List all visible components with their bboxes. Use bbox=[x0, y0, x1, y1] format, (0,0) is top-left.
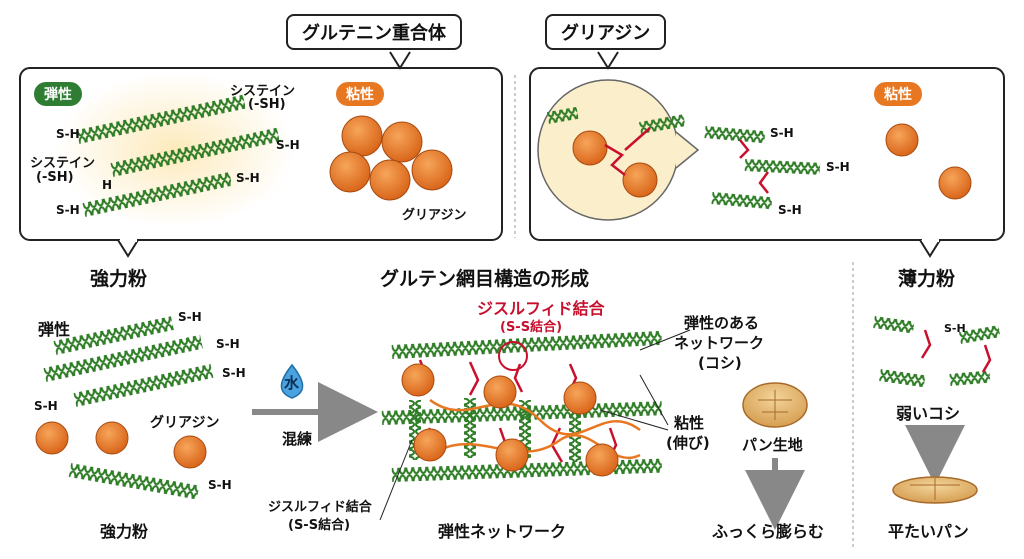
cysteine-sh-label: (-SH) bbox=[248, 97, 286, 112]
sh-label: S-H bbox=[778, 203, 802, 217]
weak-flour-network bbox=[873, 316, 1001, 388]
sh-label: S-H bbox=[178, 310, 202, 324]
fluffy-label: ふっくら膨らむ bbox=[712, 522, 825, 541]
weak-flour-heading: 薄力粉 bbox=[898, 268, 956, 290]
sh-label: S-H bbox=[216, 337, 240, 351]
sh-label: S-H bbox=[208, 478, 232, 492]
disulfide-sub-label: (S-S結合) bbox=[288, 518, 351, 533]
gliadin-balls-top bbox=[329, 115, 453, 201]
elastic-network-label: 弾性のある bbox=[684, 314, 760, 332]
disulfide-label: ジスルフィド結合 bbox=[268, 500, 372, 515]
sh-label: S-H bbox=[944, 322, 966, 335]
flat-bread bbox=[892, 476, 978, 504]
strong-flour-heading: 強力粉 bbox=[90, 268, 148, 290]
viscosity-badge: 粘性 bbox=[874, 82, 922, 106]
strong-flour-coils bbox=[43, 316, 214, 500]
glutenin-polymer-tag: グルテニン重合体 bbox=[286, 14, 462, 50]
glutenin-links-right bbox=[704, 126, 821, 210]
tag-pointer bbox=[389, 51, 411, 70]
gliadin-zoom bbox=[546, 106, 686, 198]
water-label: 水 bbox=[284, 374, 300, 392]
sh-label: S-H bbox=[56, 127, 80, 141]
water-drop-icon bbox=[280, 363, 304, 399]
sh-label: S-H bbox=[236, 171, 260, 185]
cysteine-sh-label: (-SH) bbox=[36, 170, 74, 185]
sh-label: S-H bbox=[276, 138, 300, 152]
tag-pointer bbox=[597, 51, 619, 70]
sh-label: S-H bbox=[770, 126, 794, 140]
gliadin-label: グリアジン bbox=[150, 415, 220, 431]
sh-label: S-H bbox=[826, 160, 850, 174]
stretch-label: (伸び) bbox=[666, 434, 710, 452]
strong-flour-gliadin bbox=[35, 421, 207, 469]
koshi-label: (コシ) bbox=[698, 354, 742, 372]
dough-label: パン生地 bbox=[742, 436, 803, 454]
sh-label: S-H bbox=[56, 203, 80, 217]
gluten-title: グルテン網目構造の形成 bbox=[380, 268, 590, 290]
viscosity-badge: 粘性 bbox=[336, 82, 384, 106]
elasticity-badge: 弾性 bbox=[34, 82, 82, 106]
gliadin-ball bbox=[885, 123, 919, 157]
sh-label: S-H bbox=[34, 399, 58, 413]
elasticity-label: 弾性 bbox=[38, 320, 71, 339]
cysteine-label: システイン bbox=[230, 84, 296, 99]
sh-label: S-H bbox=[222, 366, 246, 380]
gluten-network bbox=[379, 329, 691, 521]
cysteine-label: システイン bbox=[30, 156, 96, 171]
strong-flour-bottom: 強力粉 bbox=[100, 522, 149, 541]
disulfide-label: ジスルフィド結合 bbox=[477, 299, 605, 318]
disulfide-sub-label: (S-S結合) bbox=[500, 320, 563, 335]
bread-bun bbox=[742, 382, 808, 428]
flat-bread-label: 平たいパン bbox=[888, 522, 969, 541]
viscosity-label: 粘性 bbox=[674, 414, 705, 432]
gliadin-ball bbox=[938, 166, 972, 200]
kneading-label: 混練 bbox=[282, 430, 313, 448]
elastic-network-label-2: ネットワーク bbox=[674, 334, 765, 352]
weak-koshi-label: 弱いコシ bbox=[896, 404, 961, 423]
gliadin-label: グリアジン bbox=[402, 208, 467, 223]
h-label: H bbox=[102, 178, 113, 192]
gliadin-tag: グリアジン bbox=[545, 14, 667, 50]
glutenin-coils-top bbox=[76, 94, 280, 217]
elastic-network-bottom: 弾性ネットワーク bbox=[438, 522, 567, 541]
